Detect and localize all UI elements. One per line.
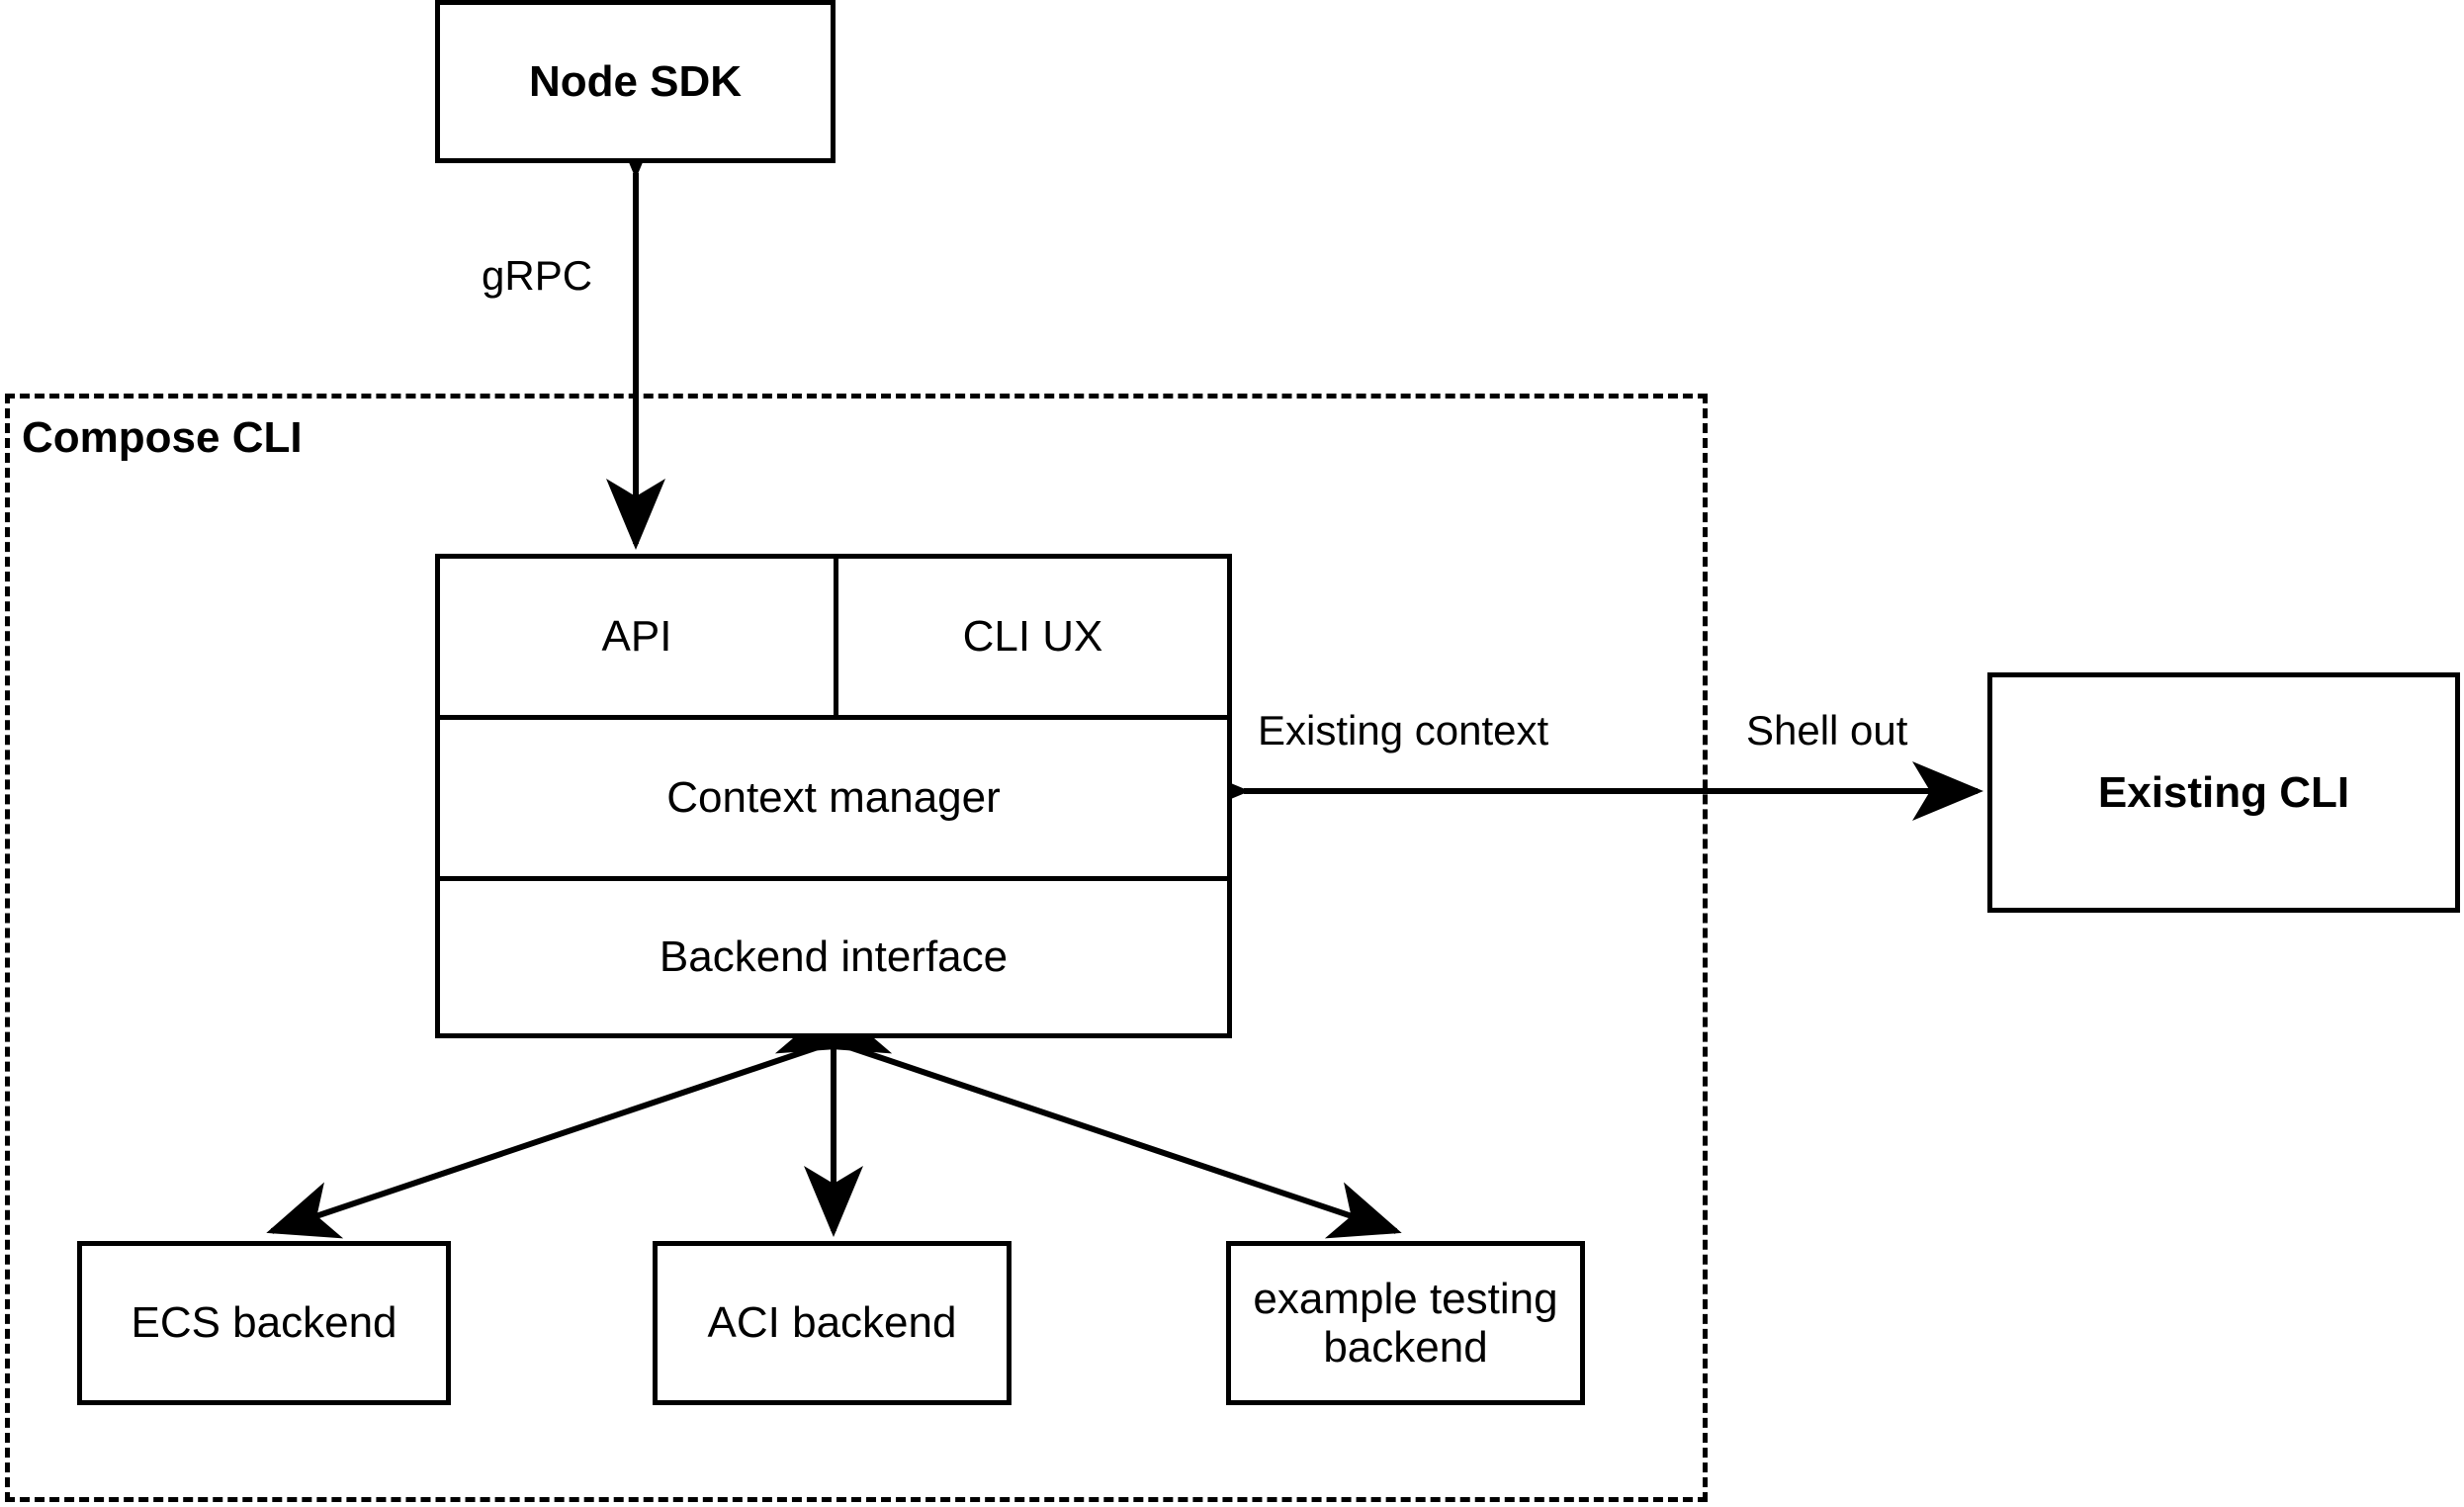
stack-cell-cli-ux[interactable]: CLI UX xyxy=(962,612,1103,661)
node-example-testing-backend-label: example testing backend xyxy=(1253,1274,1558,1372)
node-example-testing-backend[interactable]: example testing backend xyxy=(1226,1241,1585,1405)
node-aci-backend[interactable]: ACI backend xyxy=(653,1241,1012,1405)
stack-row-backend-interface: Backend interface xyxy=(440,881,1227,1033)
group-compose-cli-title: Compose CLI xyxy=(22,413,303,462)
compose-cli-stack: API CLI UX Context manager Backend inter… xyxy=(435,554,1232,1038)
group-compose-cli xyxy=(5,394,1708,1502)
connector-ecs-backend xyxy=(266,997,893,1239)
node-existing-cli-label: Existing CLI xyxy=(2097,767,2350,817)
connector-example-testing-backend xyxy=(774,997,1402,1239)
node-existing-cli[interactable]: Existing CLI xyxy=(1987,672,2460,913)
stack-row-context-manager: Context manager xyxy=(440,720,1227,881)
edge-label-shell-out: Shell out xyxy=(1742,707,1912,754)
node-ecs-backend-label: ECS backend xyxy=(131,1298,397,1348)
node-ecs-backend[interactable]: ECS backend xyxy=(77,1241,451,1405)
node-node-sdk-label: Node SDK xyxy=(528,56,743,106)
stack-row-api-cliux: API CLI UX xyxy=(440,559,1227,720)
node-aci-backend-label: ACI backend xyxy=(707,1298,957,1348)
stack-cell-backend-interface[interactable]: Backend interface xyxy=(659,932,1009,981)
node-node-sdk[interactable]: Node SDK xyxy=(435,0,836,163)
stack-cell-api[interactable]: API xyxy=(440,559,838,715)
edge-label-grpc: gRPC xyxy=(478,252,597,300)
edge-label-existing-context: Existing context xyxy=(1254,707,1553,754)
stack-cell-context-manager[interactable]: Context manager xyxy=(666,773,1001,822)
